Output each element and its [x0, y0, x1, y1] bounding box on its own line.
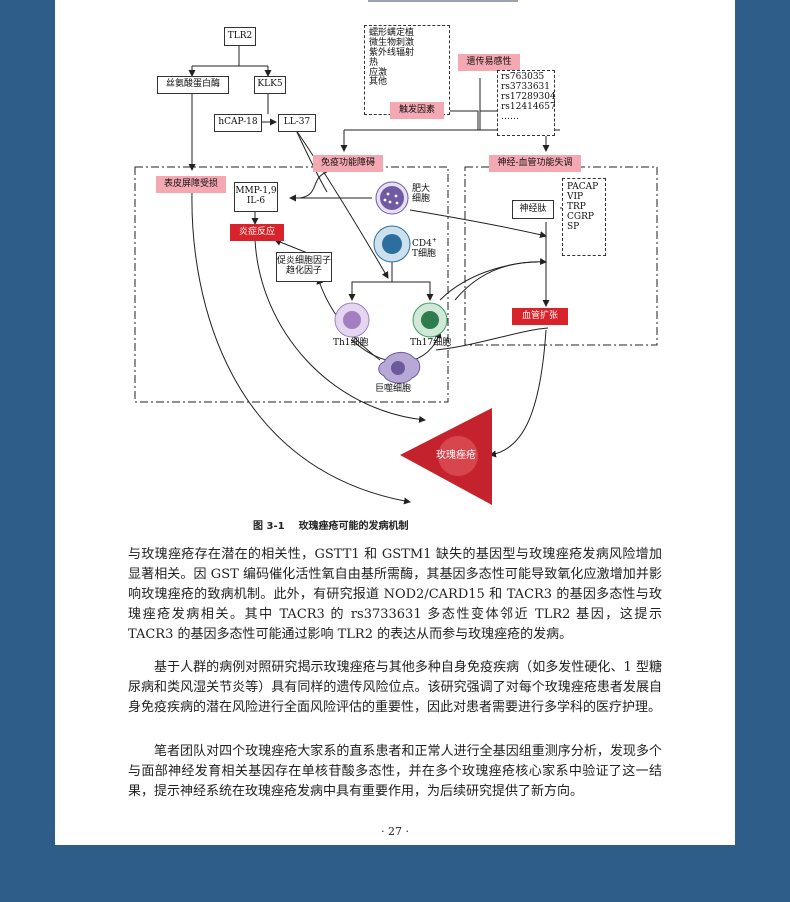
cd4-text: CD4 — [412, 239, 432, 249]
mmp-il6-node: MMP-1,9 IL-6 — [234, 182, 278, 212]
neuropeptide-item: CGRP — [567, 211, 594, 222]
cd4-cell-graphic — [373, 225, 411, 263]
tlr2-node: TLR2 — [224, 27, 256, 46]
chemokine-line: 趋化因子 — [285, 266, 322, 276]
inflammation-label: 炎症反应 — [230, 224, 284, 241]
serine-protease-node: 丝氨酸蛋白酶 — [157, 76, 229, 94]
figure-title: 玫瑰痤疮可能的发病机制 — [298, 521, 409, 532]
th1-cell-graphic — [334, 302, 370, 338]
mast-cell-graphic — [375, 181, 409, 215]
cd4-label: CD4+ T细胞 — [412, 237, 437, 260]
trigger-item: 其他 — [369, 77, 388, 88]
trigger-item: 微生物刺激 — [369, 37, 415, 48]
neuropeptide-node: 神经肽 — [512, 200, 554, 219]
rosacea-label: 玫瑰痤疮 — [436, 450, 476, 461]
il6-line: IL-6 — [246, 196, 266, 206]
klk5-node: KLK5 — [254, 76, 286, 94]
cytokines-node: 促炎细胞因子 趋化因子 — [276, 252, 332, 282]
paragraph-1: 与玫瑰痤疮存在潜在的相关性，GSTT1 和 GSTM1 缺失的基因型与玫瑰痤疮发… — [128, 547, 662, 642]
snp-item: rs763035 — [501, 72, 545, 82]
vasodilation-label: 血管扩张 — [512, 308, 568, 325]
pathogenesis-diagram-arrows — [134, 45, 658, 505]
figure-caption: 图 3-1 玫瑰痤疮可能的发病机制 — [253, 517, 423, 532]
mast-cell-label-line: 细胞 — [412, 194, 431, 205]
snp-item: rs3733631 — [501, 81, 551, 92]
mast-cell-label-line: 肥大 — [412, 184, 431, 194]
barrier-damage-label: 表皮屏障受损 — [156, 176, 226, 193]
trigger-item: 应激 — [369, 67, 388, 78]
neurovascular-dysfunction-label: 神经-血管功能失调 — [489, 155, 581, 172]
snp-item: rs17289304 — [501, 91, 556, 102]
neuropeptide-list-box: PACAP VIP TRP CGRP SP — [562, 178, 606, 256]
cytokine-line: 促炎细胞因子 — [277, 256, 332, 267]
book-page — [55, 0, 735, 845]
t-cell-text: T细胞 — [412, 249, 437, 260]
trigger-item: 紫外线辐射 — [369, 47, 415, 58]
snp-list-box: rs763035 rs3733631 rs17289304 rs12414657… — [497, 70, 556, 136]
hcap18-node: hCAP-18 — [214, 114, 262, 132]
figure-number: 图 3-1 — [253, 521, 285, 532]
cd4-sup: + — [431, 237, 437, 244]
th17-cell-graphic — [412, 302, 448, 338]
ll37-node: LL-37 — [278, 114, 316, 132]
triggers-box: 蠕形螨定植 微生物刺激 紫外线辐射 热 应激 其他 — [364, 25, 450, 115]
macrophage-graphic — [378, 352, 421, 384]
immune-dysfunction-label: 免疫功能障碍 — [313, 155, 383, 172]
neuropeptide-item: VIP — [567, 191, 584, 202]
genetic-susceptibility-label: 遗传易感性 — [458, 54, 520, 71]
trigger-item: 蠕形螨定植 — [369, 28, 415, 38]
snp-item: …… — [501, 111, 519, 122]
mmp-line: MMP-1,9 — [235, 186, 277, 197]
paragraph-3: 笔者团队对四个玫瑰痤疮大家系的直系患者和正常人进行全基因组重测序分析，发现多个与… — [128, 744, 662, 799]
neuropeptide-item: TRP — [567, 201, 586, 212]
macrophage-label: 巨噬细胞 — [375, 384, 412, 394]
page-number: · 27 · — [381, 825, 409, 838]
neuropeptide-item: PACAP — [567, 182, 599, 192]
trigger-item: 热 — [369, 57, 379, 68]
top-rule — [368, 0, 518, 2]
mast-cell-label: 肥大 细胞 — [412, 184, 430, 205]
trigger-label: 触发因素 — [390, 102, 444, 119]
neuropeptide-item: SP — [567, 221, 580, 232]
snp-item: rs12414657 — [501, 101, 556, 112]
th1-label: Th1细胞 — [333, 338, 369, 348]
paragraph-2: 基于人群的病例对照研究揭示玫瑰痤疮与其他多种自身免疫疾病（如多发性硬化、1 型糖… — [128, 660, 662, 715]
th17-label: Th17细胞 — [410, 338, 452, 348]
